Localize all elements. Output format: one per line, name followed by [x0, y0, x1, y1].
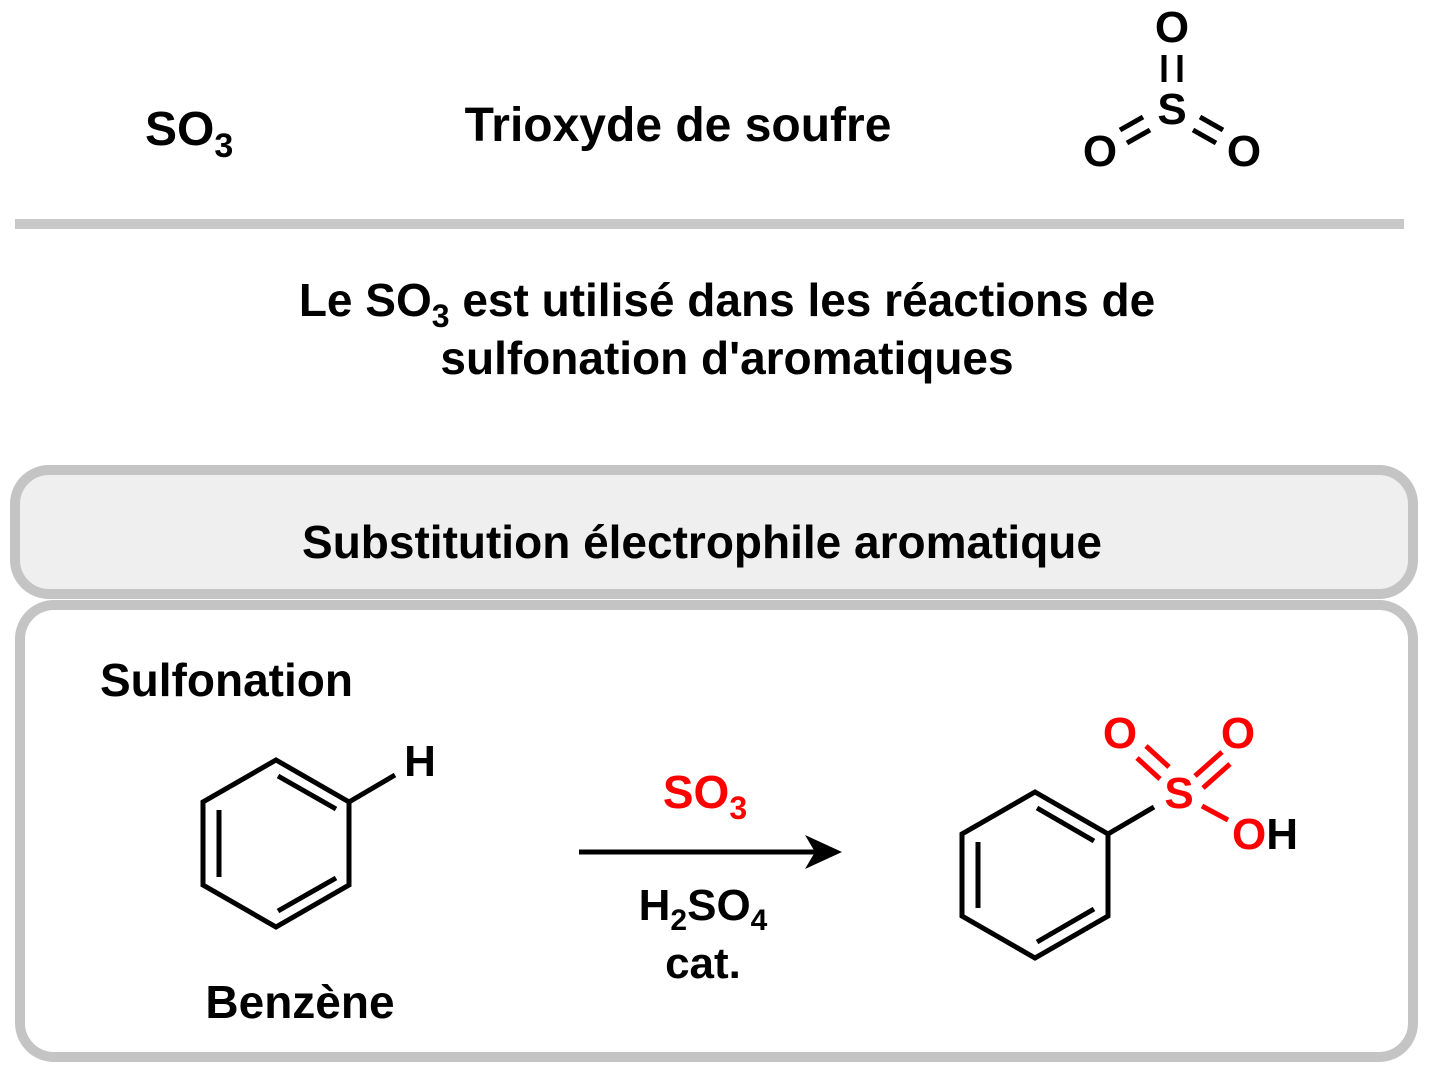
description-line-2: sulfonation d'aromatiques	[440, 332, 1013, 384]
so3-oxygen-left: O	[1083, 127, 1117, 176]
reaction-name: Sulfonation	[100, 654, 353, 706]
benzenesulfonic-acid-structure	[959, 744, 1232, 961]
so3-sulfur: S	[1157, 85, 1186, 134]
reactant-label: Benzène	[205, 976, 394, 1028]
so3-formula: SO3	[145, 103, 233, 165]
reagent-so3: SO3	[663, 766, 747, 826]
so3-oxygen-right: O	[1227, 127, 1261, 176]
product-oxygen-right: O	[1221, 709, 1255, 758]
product-oxygen-left: O	[1103, 709, 1137, 758]
panel-header	[10, 465, 1418, 599]
panel-title: Substitution électrophile aromatique	[302, 516, 1102, 568]
compound-name: Trioxyde de soufre	[465, 99, 892, 152]
reaction-panel	[15, 600, 1418, 1062]
product-hydroxyl: OH	[1232, 810, 1298, 859]
so3-structure	[1118, 55, 1225, 146]
product-sulfur: S	[1164, 769, 1193, 818]
description-line-1: Le SO3 est utilisé dans les réactions de	[299, 274, 1155, 334]
so3-oxygen-top: O	[1155, 3, 1189, 52]
reaction-arrow	[579, 835, 842, 869]
benzene-structure	[200, 757, 397, 930]
catalyst-formula: H2SO4	[639, 881, 768, 937]
catalyst-label: cat.	[665, 939, 741, 988]
benzene-hydrogen: H	[404, 737, 436, 786]
